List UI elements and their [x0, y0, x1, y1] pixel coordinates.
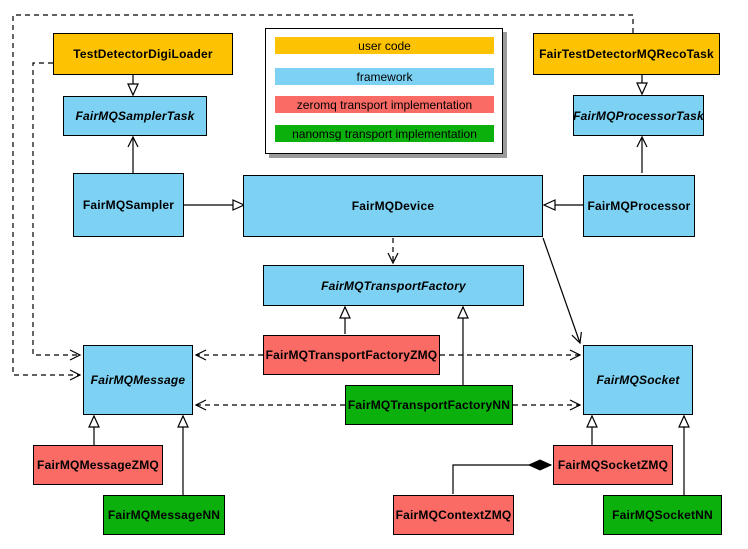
node-fairmqsamplertask: FairMQSamplerTask: [63, 96, 207, 136]
legend-item-user-code: user code: [275, 37, 494, 54]
node-fairmqdevice: FairMQDevice: [243, 175, 543, 237]
edge-digiloader-message: [32, 62, 82, 361]
node-fairmqsocketnn: FairMQSocketNN: [603, 495, 722, 535]
node-fairmqprocessor: FairMQProcessor: [583, 175, 695, 237]
node-fairmqtransportfactoryzmq: FairMQTransportFactoryZMQ: [263, 335, 440, 375]
legend-label: zeromq transport implementation: [296, 97, 473, 112]
node-testdetectordigiloader: TestDetectorDigiLoader: [53, 33, 233, 75]
node-fairmqmessage: FairMQMessage: [83, 345, 193, 415]
node-fairtestdetectormqrecotask: FairTestDetectorMQRecoTask: [533, 33, 720, 75]
node-fairmqmessagezmq: FairMQMessageZMQ: [33, 445, 163, 485]
node-fairmqtransportfactorynn: FairMQTransportFactoryNN: [345, 385, 513, 425]
node-fairmqsocketzmq: FairMQSocketZMQ: [553, 445, 673, 485]
legend: user code framework zeromq transport imp…: [265, 28, 503, 154]
legend-label: nanomsg transport implementation: [292, 126, 477, 141]
node-fairmqprocessortask: FairMQProcessorTask: [573, 95, 704, 136]
node-fairmqsampler: FairMQSampler: [73, 173, 184, 237]
edge-device-socket: [542, 237, 582, 345]
legend-item-zeromq: zeromq transport implementation: [275, 96, 494, 113]
node-fairmqmessagenn: FairMQMessageNN: [103, 495, 225, 535]
edge-contextzmq-socketzmq: [452, 465, 551, 494]
node-fairmqcontextzmq: FairMQContextZMQ: [393, 495, 514, 535]
legend-item-nanomsg: nanomsg transport implementation: [275, 125, 494, 142]
legend-label: framework: [356, 69, 413, 84]
node-fairmqsocket: FairMQSocket: [583, 345, 693, 415]
legend-label: user code: [358, 38, 411, 53]
legend-item-framework: framework: [275, 68, 494, 85]
edge-recotask-message: [12, 14, 634, 381]
node-fairmqtransportfactory: FairMQTransportFactory: [263, 265, 524, 306]
